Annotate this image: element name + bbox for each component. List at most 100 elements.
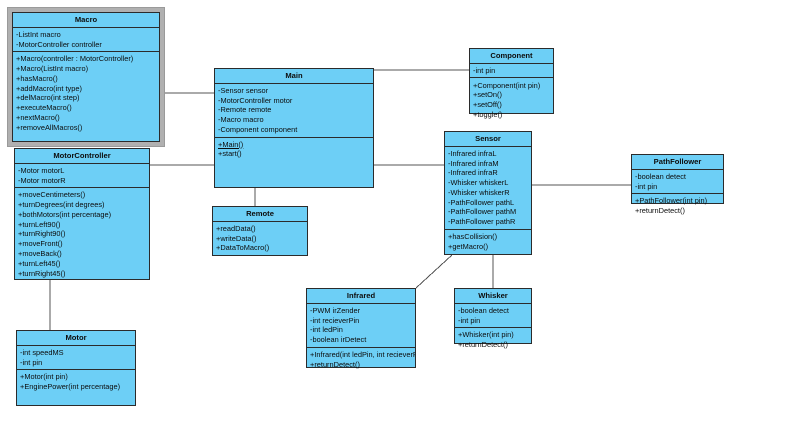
attribute-row: -Sensor sensor (218, 85, 269, 95)
method-row: +turnLeft45() (18, 258, 61, 268)
class-name-remote: Remote (213, 207, 307, 222)
method-row: +setOn() (473, 90, 502, 100)
attribute-row: -int pin (635, 181, 658, 191)
attribute-row: -int recieverPin (310, 315, 360, 325)
class-name-sensor: Sensor (445, 132, 531, 147)
attribute-row: -Infrared infraR (448, 168, 498, 178)
class-name-motorcontroller: MotorController (15, 149, 149, 164)
methods-compartment-remote: +readData()+writeData()+DataToMacro() (213, 222, 307, 255)
method-row: +Whisker(int pin) (458, 330, 514, 340)
attribute-row: -Macro macro (218, 115, 264, 125)
class-name-component: Component (470, 49, 553, 64)
attribute-row: -int pin (458, 315, 481, 325)
method-row: +moveBack() (18, 249, 62, 259)
method-row: +hasCollision() (448, 232, 498, 242)
attribute-row: -Infrared infraL (448, 148, 497, 158)
uml-class-remote[interactable]: Remote+readData()+writeData()+DataToMacr… (212, 206, 308, 256)
method-row: +addMacro(int type) (16, 83, 82, 93)
class-name-main: Main (215, 69, 373, 84)
attribute-row: -MotorController controller (16, 39, 102, 49)
uml-class-main[interactable]: Main-Sensor sensor-MotorController motor… (214, 68, 374, 188)
attribute-row: -Motor motorR (18, 175, 66, 185)
method-row: +setOff() (473, 100, 502, 110)
method-row: +executeMacro() (16, 103, 72, 113)
attributes-compartment-pathfollower: -boolean detect-int pin (632, 170, 723, 195)
method-row: +readData() (216, 223, 256, 233)
methods-compartment-infrared: +Infrared(int ledPin, int recieverPin)+r… (307, 348, 415, 372)
attribute-row: -int pin (473, 65, 496, 75)
method-row: +start() (218, 149, 242, 159)
class-name-macro: Macro (13, 13, 159, 28)
method-row: +turnLeft90() (18, 219, 61, 229)
methods-compartment-component: +Component(int pin)+setOn()+setOff()+tog… (470, 78, 553, 121)
method-row: +returnDetect() (635, 206, 685, 216)
attributes-compartment-component: -int pin (470, 64, 553, 79)
methods-compartment-motor: +Motor(int pin)+EnginePower(int percenta… (17, 370, 135, 394)
method-row: +returnDetect() (458, 340, 508, 350)
methods-compartment-motorcontroller: +moveCentimeters()+turnDegrees(int degre… (15, 188, 149, 280)
attributes-compartment-main: -Sensor sensor-MotorController motor-Rem… (215, 84, 373, 138)
attribute-row: -Whisker whiskerL (448, 178, 509, 188)
methods-compartment-main: +Main()+start() (215, 138, 373, 162)
attribute-row: -int pin (20, 357, 43, 367)
uml-class-whisker[interactable]: Whisker-boolean detect-int pin +Whisker(i… (454, 288, 532, 348)
edge-sensor-infrared (415, 254, 453, 289)
attribute-row: -PWM irZender (310, 305, 361, 315)
method-row: +toggle() (473, 109, 503, 119)
attribute-row: -boolean detect (458, 305, 509, 315)
attribute-row: -Motor motorL (18, 165, 65, 175)
uml-class-sensor[interactable]: Sensor-Infrared infraL-Infrared infraM-I… (444, 131, 532, 255)
attribute-row: -Remote remote (218, 105, 272, 115)
method-row: +returnDetect() (310, 359, 360, 369)
method-row: +Main() (218, 139, 244, 149)
method-row: +Motor(int pin) (20, 372, 68, 382)
attribute-row: -boolean irDetect (310, 335, 367, 345)
methods-compartment-macro: +Macro(controller : MotorController)+Mac… (13, 52, 159, 134)
uml-class-component[interactable]: Component-int pin +Component(int pin)+set… (469, 48, 554, 118)
class-name-infrared: Infrared (307, 289, 415, 304)
uml-class-macro[interactable]: Macro-ListInt macro-MotorController cont… (8, 8, 164, 146)
attribute-row: -PathFollower pathM (448, 207, 517, 217)
attribute-row: -PathFollower pathL (448, 197, 515, 207)
method-row: +bothMotors(int percentage) (18, 209, 112, 219)
method-row: +moveCentimeters() (18, 190, 86, 200)
method-row: +turnDegrees(int degrees) (18, 200, 105, 210)
uml-class-infrared[interactable]: Infrared-PWM irZender-int recieverPin-in… (306, 288, 416, 368)
method-row: +nextMacro() (16, 113, 60, 123)
attribute-row: -PathFollower pathR (448, 217, 516, 227)
method-row: +EnginePower(int percentage) (20, 382, 121, 392)
method-row: +Macro(controller : MotorController) (16, 54, 134, 64)
uml-class-motor[interactable]: Motor-int speedMS-int pin+Motor(int pin)… (16, 330, 136, 406)
method-row: +PathFollower(int pin) (635, 196, 708, 206)
attributes-compartment-motor: -int speedMS-int pin (17, 346, 135, 371)
method-row: +removeAllMacros() (16, 122, 83, 132)
method-row: +writeData() (216, 233, 257, 243)
method-row: +delMacro(int step) (16, 93, 80, 103)
method-row: +Macro(ListInt macro) (16, 64, 89, 74)
methods-compartment-pathfollower: +PathFollower(int pin)+returnDetect() (632, 194, 723, 218)
methods-compartment-whisker: +Whisker(int pin)+returnDetect() (455, 328, 531, 352)
method-row: +Infrared(int ledPin, int recieverPin) (310, 349, 415, 359)
attributes-compartment-infrared: -PWM irZender-int recieverPin-int ledPin… (307, 304, 415, 348)
attributes-compartment-macro: -ListInt macro-MotorController controlle… (13, 28, 159, 53)
attribute-row: -boolean detect (635, 171, 686, 181)
uml-class-pathfollower[interactable]: PathFollower-boolean detect-int pin+Path… (631, 154, 724, 214)
method-row: +turnRight45() (18, 268, 66, 278)
class-name-motor: Motor (17, 331, 135, 346)
method-row: +hasMacro() (16, 73, 58, 83)
method-row: +getMacro() (448, 241, 489, 251)
method-row: +turnRight90() (18, 229, 66, 239)
method-row: +DataToMacro() (216, 243, 270, 253)
attribute-row: -int ledPin (310, 325, 343, 335)
uml-class-motorcontroller[interactable]: MotorController-Motor motorL-Motor motor… (14, 148, 150, 280)
attribute-row: -ListInt macro (16, 29, 61, 39)
attribute-row: -Infrared infraM (448, 158, 499, 168)
attribute-row: -int speedMS (20, 347, 64, 357)
attribute-row: -MotorController motor (218, 95, 293, 105)
class-name-whisker: Whisker (455, 289, 531, 304)
attributes-compartment-sensor: -Infrared infraL-Infrared infraM-Infrare… (445, 147, 531, 230)
class-name-pathfollower: PathFollower (632, 155, 723, 170)
method-row: +moveFront() (18, 239, 63, 249)
attribute-row: -Whisker whiskerR (448, 187, 510, 197)
